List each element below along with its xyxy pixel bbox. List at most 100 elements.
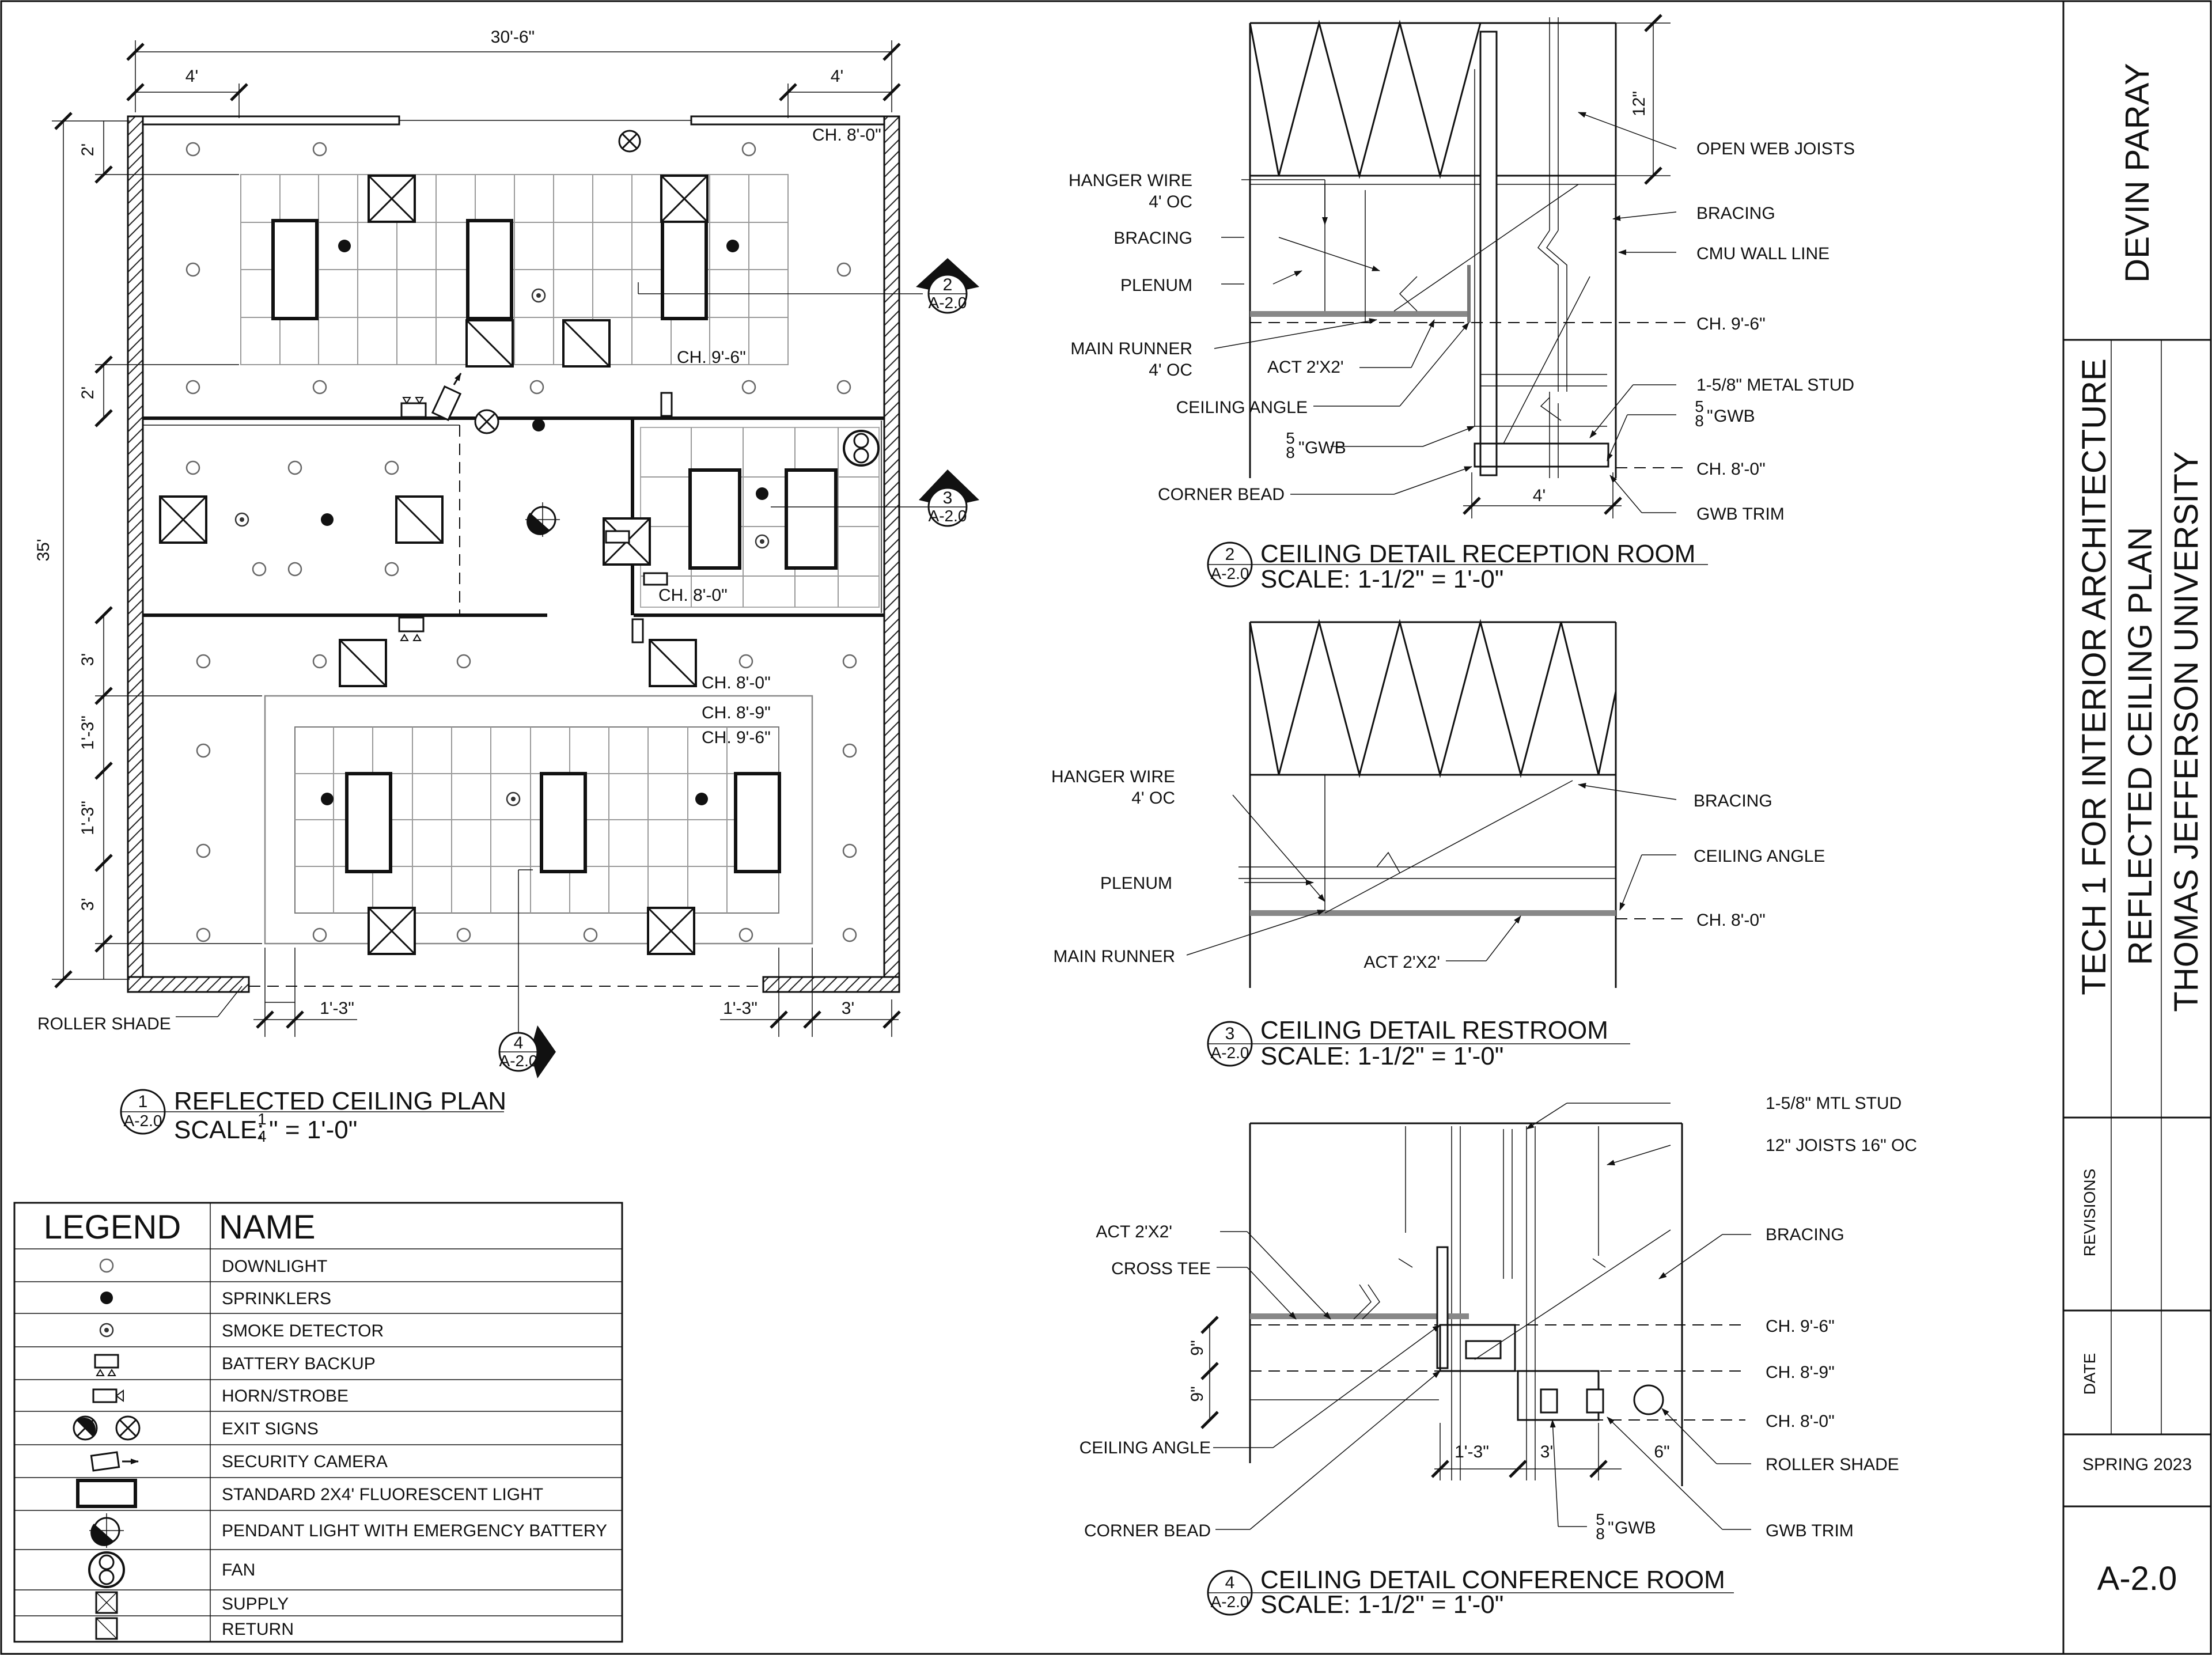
svg-text:2: 2 (943, 275, 953, 294)
svg-text:1'-3": 1'-3" (78, 801, 97, 835)
legend-item: HORN/STROBE (222, 1387, 349, 1406)
svg-text:BRACING: BRACING (1766, 1225, 1844, 1244)
svg-text:BRACING: BRACING (1696, 204, 1775, 223)
legend-item: RETURN (222, 1620, 294, 1639)
svg-text:4': 4' (185, 67, 198, 86)
svg-text:BRACING: BRACING (1694, 791, 1772, 811)
svg-text:OPEN WEB JOISTS: OPEN WEB JOISTS (1696, 139, 1855, 158)
svg-text:A-2.0: A-2.0 (1211, 565, 1249, 582)
section-callout-4: 4 A-2.0 (498, 869, 556, 1078)
svg-text:ACT 2'X2': ACT 2'X2' (1096, 1222, 1172, 1241)
detail-restroom: HANGER WIRE 4' OC PLENUM MAIN RUNNER ACT… (1051, 619, 1825, 1070)
svg-text:1'-3": 1'-3" (723, 999, 757, 1018)
plan-dimensions: 30'-6" 4' 4' 35' 2' 2' 3' 1'-3" 1'-3" 3' (34, 28, 900, 1037)
svg-text:4' OC: 4' OC (1149, 192, 1192, 211)
svg-text:CEILING ANGLE: CEILING ANGLE (1694, 847, 1825, 866)
svg-text:" = 1'-0": " = 1'-0" (269, 1116, 357, 1144)
svg-text:A-2.0: A-2.0 (1211, 1044, 1249, 1062)
svg-text:4': 4' (1533, 486, 1546, 505)
title-block: DEVIN PARAY TECH 1 FOR INTERIOR ARCHITEC… (2062, 1, 2211, 1654)
svg-text:A-2.0: A-2.0 (124, 1112, 162, 1130)
svg-text:12": 12" (1630, 91, 1649, 116)
term-label: SPRING 2023 (2082, 1455, 2192, 1474)
svg-text:CH. 8'-0": CH. 8'-0" (1766, 1412, 1835, 1431)
svg-text:CORNER BEAD: CORNER BEAD (1084, 1521, 1211, 1540)
svg-text:8: 8 (1596, 1525, 1605, 1543)
svg-text:A-2.0: A-2.0 (499, 1052, 538, 1070)
school-name: THOMAS JEFFERSON UNIVERSITY (2168, 451, 2205, 1012)
svg-text:2': 2' (78, 143, 97, 156)
section-callout-3: 3 A-2.0 (771, 469, 979, 527)
revisions-label: REVISIONS (2081, 1169, 2099, 1256)
svg-text:3': 3' (1540, 1442, 1553, 1461)
svg-text:1: 1 (257, 1110, 267, 1128)
svg-text:CEILING DETAIL RESTROOM: CEILING DETAIL RESTROOM (1260, 1016, 1608, 1044)
svg-text:6": 6" (1654, 1442, 1669, 1461)
svg-text:HANGER WIRE: HANGER WIRE (1069, 171, 1192, 190)
section-callout-2: 2 A-2.0 (638, 258, 979, 314)
svg-text:4' OC: 4' OC (1149, 361, 1192, 380)
legend-header: LEGEND (44, 1209, 181, 1246)
svg-text:MAIN RUNNER: MAIN RUNNER (1070, 339, 1192, 358)
legend-item: SPRINKLERS (222, 1289, 331, 1308)
svg-text:ROLLER SHADE: ROLLER SHADE (1766, 1455, 1899, 1474)
name-header: NAME (219, 1209, 316, 1246)
ch-conference-soffit: CH. 8'-9" (702, 703, 771, 722)
svg-text:": " (1298, 438, 1305, 457)
svg-text:2: 2 (1225, 545, 1235, 564)
legend-item: BATTERY BACKUP (222, 1354, 376, 1373)
legend-item: STANDARD 2X4' FLUORESCENT LIGHT (222, 1485, 543, 1504)
svg-text:ACT 2'X2': ACT 2'X2' (1267, 358, 1344, 377)
svg-text:1-5/8" METAL STUD: 1-5/8" METAL STUD (1696, 376, 1854, 395)
svg-text:GWB: GWB (1305, 438, 1346, 457)
roller-shade-label: ROLLER SHADE (37, 1014, 171, 1033)
legend-item: SUPPLY (222, 1595, 289, 1614)
svg-text:REFLECTED CEILING PLAN: REFLECTED CEILING PLAN (174, 1087, 506, 1115)
svg-text:3': 3' (842, 999, 854, 1018)
fan-icon (843, 430, 880, 467)
ceiling-plan: CH. 8'-0" CH. 9'-6" CH. 8'-0" CH. 8'-0" … (34, 28, 979, 1145)
svg-text:4: 4 (514, 1033, 524, 1052)
horn-strobe-icon (605, 392, 673, 643)
drawing-title: REFLECTED CEILING PLAN (2122, 527, 2159, 965)
legend: LEGEND NAME DOWNLIGHT SPRINKLERS SMOKE D… (13, 1202, 623, 1643)
svg-text:1: 1 (138, 1092, 148, 1111)
svg-text:CH. 8'-0": CH. 8'-0" (1696, 460, 1766, 479)
course-title: TECH 1 FOR INTERIOR ARCHITECTURE (2075, 358, 2113, 995)
svg-text:4': 4' (831, 67, 843, 86)
svg-text:CH. 8'-0": CH. 8'-0" (1696, 911, 1766, 930)
svg-text:35': 35' (34, 539, 53, 561)
svg-text:CMU WALL LINE: CMU WALL LINE (1696, 244, 1830, 263)
svg-text:CROSS TEE: CROSS TEE (1111, 1259, 1211, 1278)
svg-text:SCALE: 1-1/2" = 1'-0": SCALE: 1-1/2" = 1'-0" (1260, 1042, 1503, 1070)
svg-text:1'-3": 1'-3" (1455, 1442, 1489, 1461)
security-camera-icon (431, 373, 462, 421)
svg-text:4: 4 (1225, 1573, 1235, 1592)
legend-item: SECURITY CAMERA (222, 1452, 388, 1471)
svg-text:ACT 2'X2': ACT 2'X2' (1363, 953, 1440, 972)
detail-conference: 9" 9" 1'-3" 3' 6" ACT 2'X2' CROSS TEE CE… (1080, 1094, 1917, 1619)
svg-text:PLENUM: PLENUM (1120, 276, 1192, 295)
svg-text:8: 8 (1286, 444, 1295, 461)
svg-text:CEILING DETAIL RECEPTION ROOM: CEILING DETAIL RECEPTION ROOM (1260, 540, 1695, 568)
svg-text:MAIN RUNNER: MAIN RUNNER (1053, 947, 1175, 966)
ch-reception-perimeter: CH. 8'-0" (812, 126, 881, 145)
ch-reception-grid: CH. 9'-6" (677, 348, 746, 367)
svg-text:GWB: GWB (1615, 1518, 1656, 1537)
legend-item: SMOKE DETECTOR (222, 1321, 384, 1340)
svg-text:5: 5 (1286, 429, 1295, 447)
svg-text:CEILING ANGLE: CEILING ANGLE (1080, 1438, 1211, 1457)
legend-item: FAN (222, 1561, 255, 1580)
svg-text:CH. 9'-6": CH. 9'-6" (1696, 315, 1766, 334)
exit-sign-icon (474, 130, 641, 434)
date-label: DATE (2081, 1353, 2099, 1395)
svg-text:": " (1608, 1518, 1614, 1537)
detail-reception: 12" 4' HANGER WIRE 4' OC BRACING PLENUM … (1069, 15, 1855, 593)
svg-text:CEILING ANGLE: CEILING ANGLE (1176, 398, 1308, 417)
svg-text:1-5/8" MTL STUD: 1-5/8" MTL STUD (1766, 1094, 1902, 1113)
svg-text:SCALE: 1-1/2" = 1'-0": SCALE: 1-1/2" = 1'-0" (1260, 565, 1503, 593)
ch-conference-perimeter: CH. 8'-0" (702, 673, 771, 692)
plan-title: 1 A-2.0 REFLECTED CEILING PLAN SCALE: 1 … (120, 1087, 506, 1145)
